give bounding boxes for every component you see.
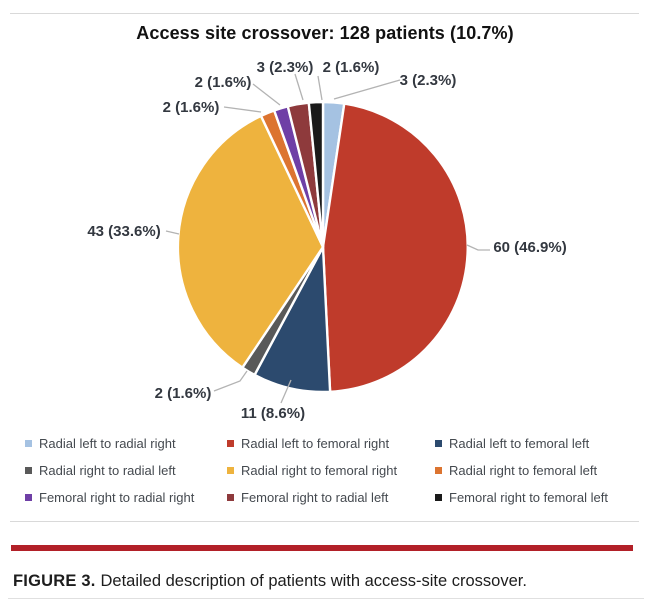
legend-item-3: Radial right to radial left: [25, 457, 227, 484]
slice-label-0: 3 (2.3%): [400, 72, 457, 89]
slice-label-1: 60 (46.9%): [493, 239, 566, 256]
slice-label-5: 2 (1.6%): [163, 99, 220, 116]
label-leader-line: [294, 73, 304, 101]
label-leader-line: [165, 230, 180, 235]
slice-label-6: 2 (1.6%): [195, 74, 252, 91]
legend-label: Radial left to femoral left: [449, 436, 590, 451]
legend-label: Femoral right to femoral left: [449, 490, 608, 505]
legend-item-2: Radial left to femoral left: [435, 430, 644, 457]
legend-marker: [25, 440, 32, 447]
legend-item-6: Femoral right to radial right: [25, 484, 227, 511]
legend-item-7: Femoral right to radial left: [227, 484, 435, 511]
legend-label: Femoral right to radial right: [39, 490, 195, 505]
figure-caption: FIGURE 3.Detailed description of patient…: [13, 570, 638, 592]
legend-item-1: Radial left to femoral right: [227, 430, 435, 457]
legend-marker: [227, 467, 234, 474]
caption-label: FIGURE 3.: [13, 572, 96, 590]
legend-label: Radial right to femoral left: [449, 463, 598, 478]
chart-bottom-divider: [10, 521, 639, 522]
legend-label: Radial left to radial right: [39, 436, 176, 451]
legend-item-4: Radial right to femoral right: [227, 457, 435, 484]
pie-slice-4: [176, 114, 325, 370]
legend-item-8: Femoral right to femoral left: [435, 484, 644, 511]
chart-title: Access site crossover: 128 patients (10.…: [136, 23, 514, 43]
label-leader-line: [280, 379, 292, 404]
caption-text: Detailed description of patients with ac…: [100, 572, 527, 590]
legend-marker: [435, 467, 442, 474]
legend-item-5: Radial right to femoral left: [435, 457, 644, 484]
slice-label-4: 43 (33.6%): [87, 223, 160, 240]
legend-marker: [227, 494, 234, 501]
legend-label: Radial right to radial left: [39, 463, 176, 478]
legend-item-0: Radial left to radial right: [25, 430, 227, 457]
legend-marker: [227, 440, 234, 447]
legend-label: Radial left to femoral right: [241, 436, 390, 451]
pie-chart: 3 (2.3%) 60 (46.9%) 11 (8.6%) 2 (1.6%) 43 (3…: [87, 59, 566, 422]
top-divider: [10, 13, 639, 14]
label-leader-line: [213, 370, 248, 392]
legend-marker: [435, 440, 442, 447]
legend-label: Femoral right to radial left: [241, 490, 389, 505]
chart-legend: Radial left to radial right Radial left t…: [25, 430, 644, 511]
page-bottom-divider: [8, 598, 644, 599]
slice-label-3: 2 (1.6%): [155, 385, 212, 402]
pie-slice-1: [321, 102, 469, 394]
legend-marker: [435, 494, 442, 501]
legend-marker: [25, 494, 32, 501]
legend-marker: [25, 467, 32, 474]
legend-label: Radial right to femoral right: [241, 463, 398, 478]
slice-label-7: 3 (2.3%): [257, 59, 314, 76]
label-leader-line: [223, 106, 262, 113]
pie-slice-8: [307, 100, 325, 248]
label-leader-line: [466, 244, 490, 251]
slice-label-8: 2 (1.6%): [323, 59, 380, 76]
accent-bar: [11, 545, 633, 551]
slice-label-2: 11 (8.6%): [241, 405, 305, 422]
label-leader-line: [333, 79, 401, 100]
label-leader-line: [252, 83, 281, 106]
label-leader-line: [317, 75, 323, 101]
